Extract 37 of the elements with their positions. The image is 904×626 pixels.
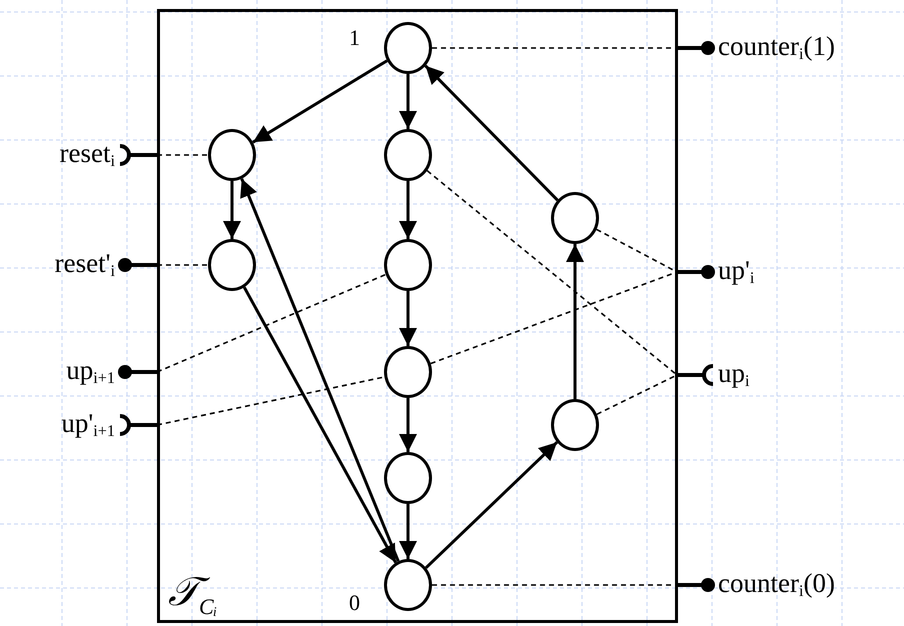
component-title: 𝒯$_{Cᵢ}$ — [168, 568, 218, 620]
state-circle — [551, 192, 599, 244]
state-value-label: 1 — [349, 25, 360, 51]
port-label: reset$_{i}$ — [60, 138, 115, 172]
state-circle — [384, 129, 432, 181]
state-circle — [384, 239, 432, 291]
arrow — [399, 181, 417, 239]
arrow — [399, 74, 417, 129]
arrow — [566, 244, 584, 399]
arrow — [242, 286, 398, 564]
arrow — [252, 59, 388, 144]
dashed-connector — [426, 170, 678, 376]
port-label: counter$_{i}$(1) — [718, 31, 835, 65]
port-label: counter$_{i}$(0) — [718, 568, 835, 602]
state-value-label: 0 — [349, 590, 360, 616]
arrow — [424, 64, 559, 202]
arrow — [424, 441, 558, 569]
state-circle — [384, 346, 432, 398]
arrow — [399, 398, 417, 452]
port-label: reset'$_{i}$ — [54, 248, 115, 282]
arrow — [240, 178, 400, 562]
port-label: up'$_{i}$ — [718, 255, 754, 289]
arrow — [223, 181, 241, 239]
dashed-connector — [157, 154, 208, 156]
state-circle — [384, 452, 432, 504]
component-box — [157, 9, 678, 623]
port-label: up$_{i}$ — [718, 358, 750, 392]
dashed-connector — [157, 264, 208, 266]
arrow — [399, 504, 417, 559]
state-circle — [384, 22, 432, 74]
arrow — [399, 291, 417, 346]
state-circle — [551, 399, 599, 451]
state-circle — [384, 559, 432, 611]
port-label: up'$_{i+1}$ — [61, 408, 115, 442]
state-circle — [208, 239, 256, 291]
state-circle — [208, 129, 256, 181]
port-label: up$_{i+1}$ — [66, 355, 115, 389]
